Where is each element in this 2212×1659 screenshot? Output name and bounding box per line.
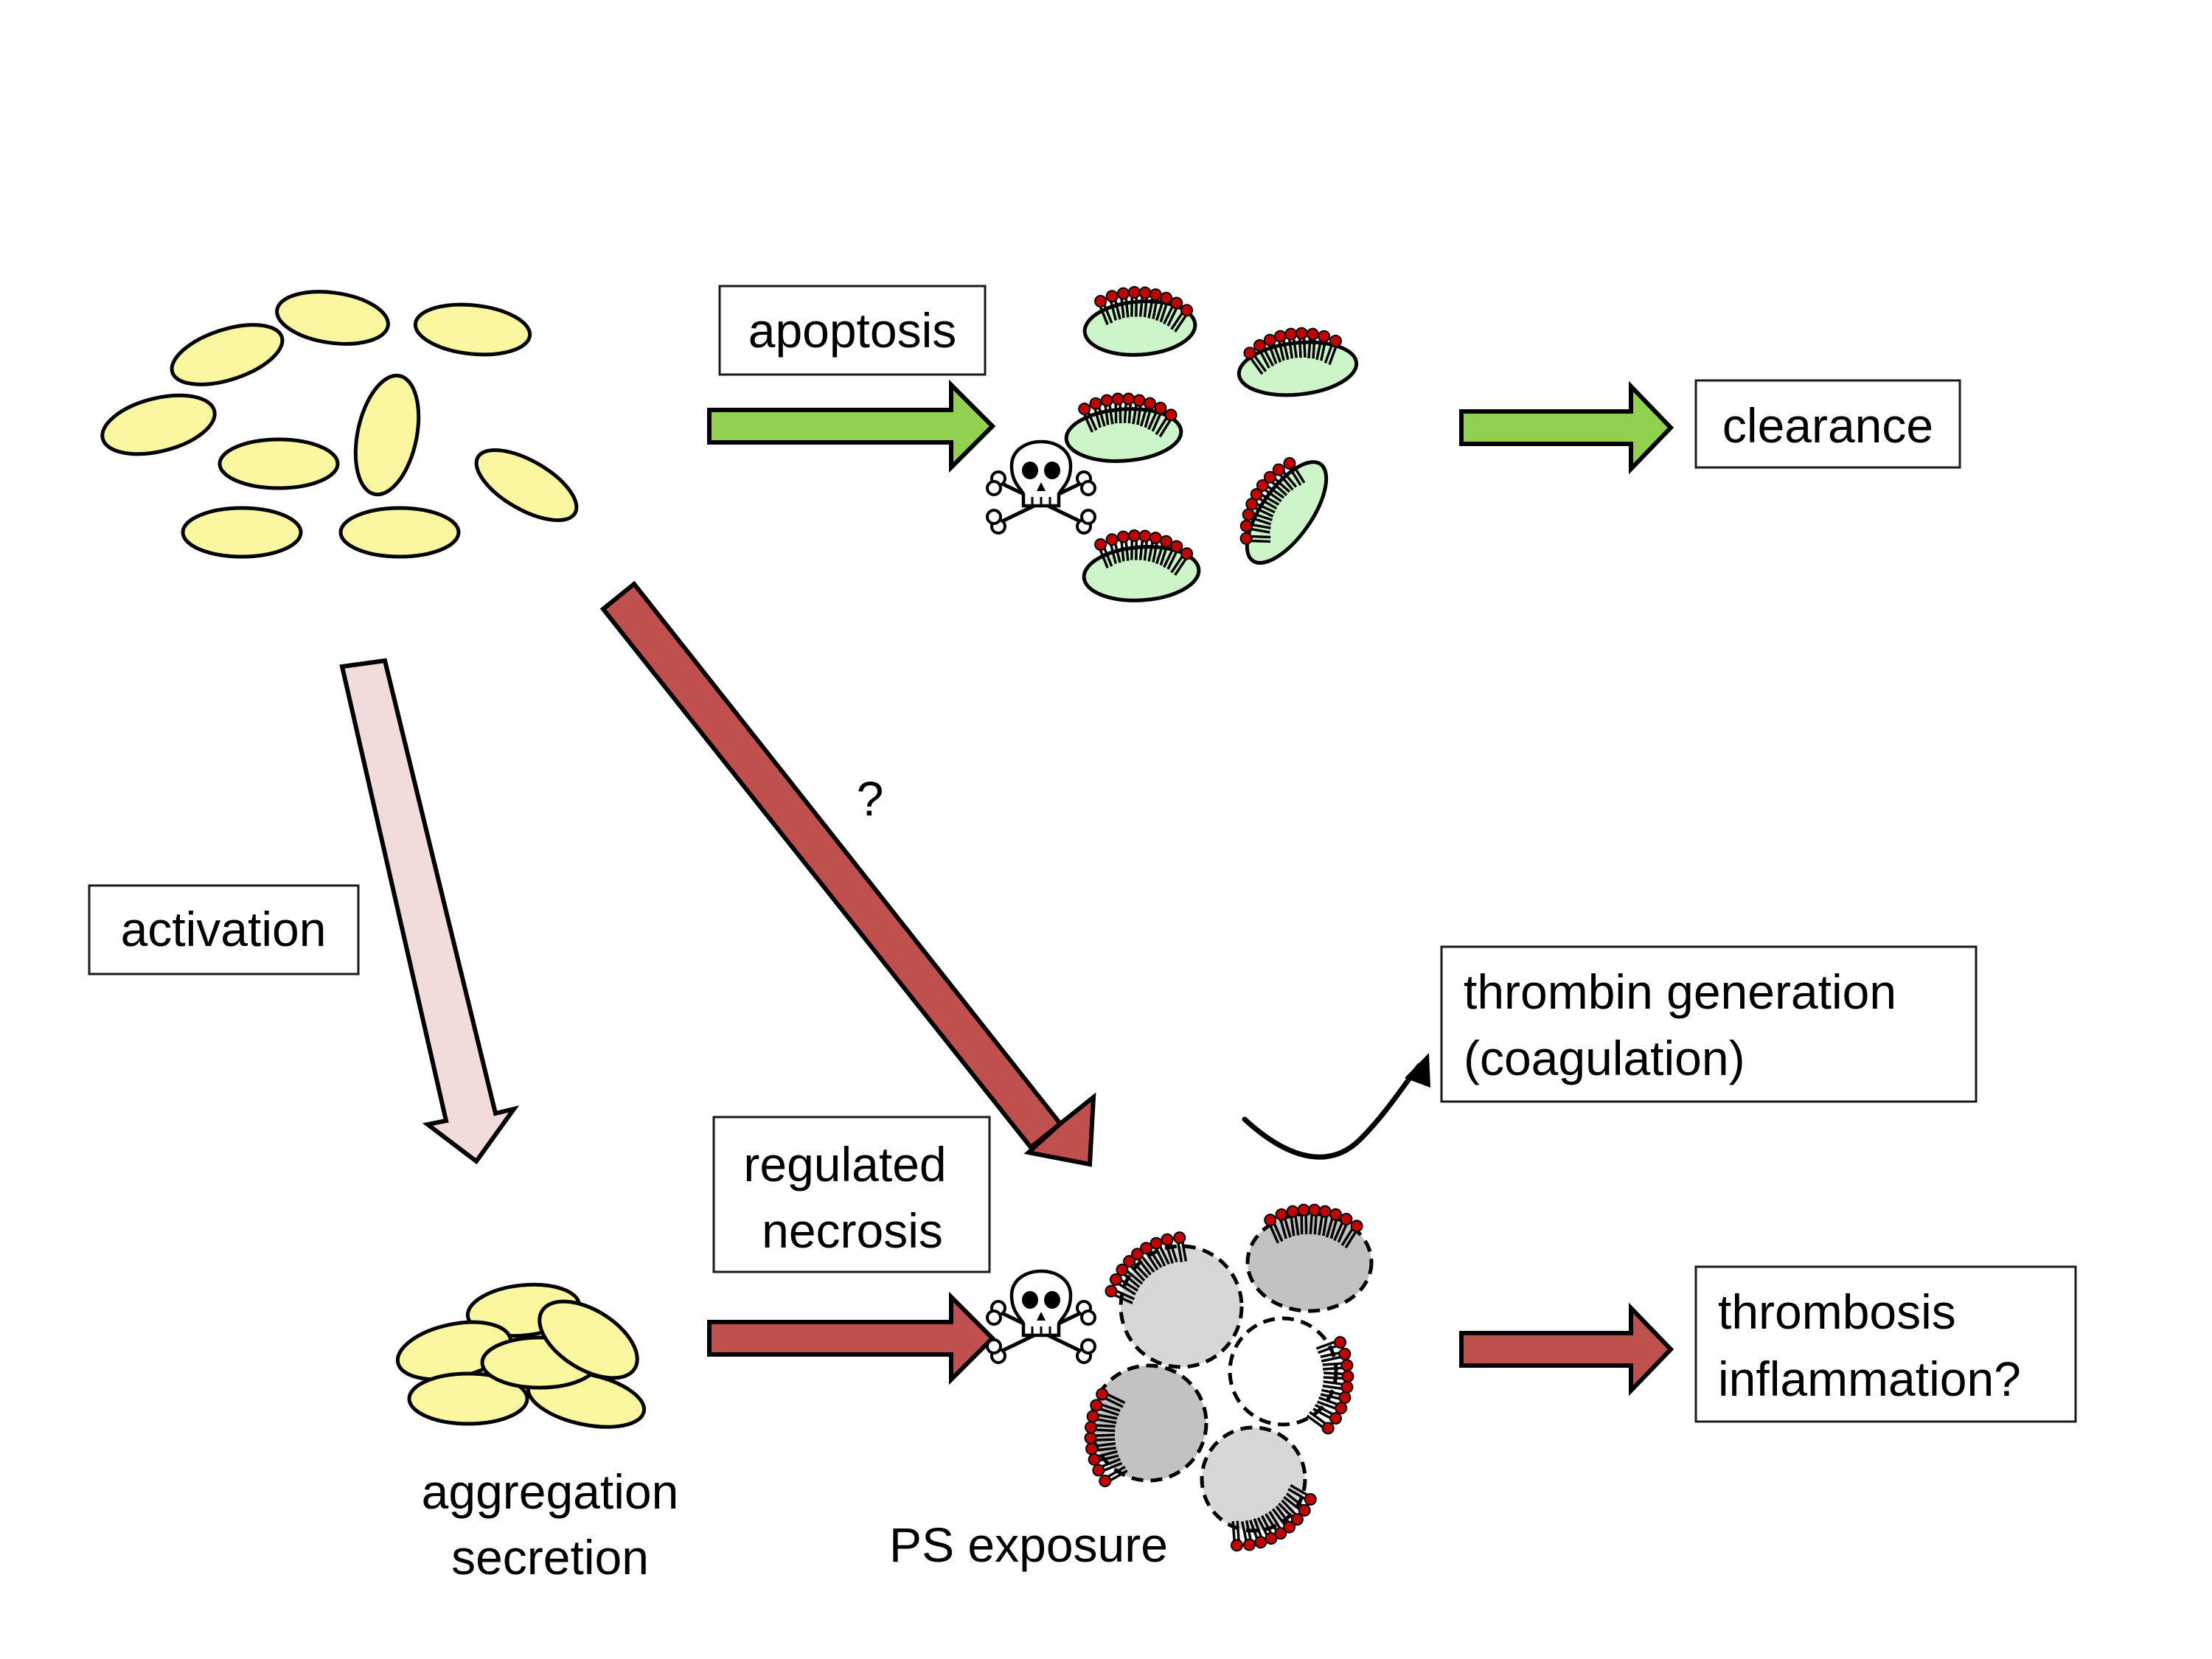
activation-label: activation (121, 902, 327, 956)
resting-platelet (353, 373, 421, 497)
aggregation-label: aggregation (422, 1464, 679, 1519)
necrotic-platelet (1083, 1363, 1208, 1489)
resting-platelet (474, 448, 579, 523)
inflammation-label: inflammation? (1718, 1352, 2021, 1406)
coagulation-label: (coagulation) (1464, 1031, 1745, 1085)
resting-platelets (100, 290, 579, 559)
regulated-label: regulated (743, 1137, 946, 1192)
clearance-label: clearance (1722, 398, 1933, 453)
activation-label-box: activation (88, 884, 360, 975)
activation-arrow (339, 658, 520, 1165)
apoptosis-label: apoptosis (748, 303, 957, 358)
thrombosis-label-box: thrombosis inflammation? (1694, 1265, 2077, 1423)
aggregated-platelets (395, 1282, 647, 1429)
necrotic-platelet (1245, 1201, 1374, 1313)
thrombin-generation-label: thrombin generation (1464, 964, 1896, 1019)
aggregated-platelet (538, 1299, 639, 1380)
resting-platelet (218, 437, 340, 490)
thrombosis-arrow (1459, 1302, 1674, 1397)
thrombin-curved-arrow (1242, 1053, 1430, 1160)
resting-platelet (338, 506, 461, 559)
resting-platelet (181, 506, 303, 559)
secretion-label: secretion (451, 1530, 649, 1585)
apoptotic-platelet (1226, 448, 1329, 565)
regulated-necrosis-label-box: regulated necrosis (712, 1116, 991, 1273)
apoptotic-platelet (1064, 390, 1183, 463)
thrombosis-label: thrombosis (1718, 1284, 1956, 1339)
apoptosis-arrow (707, 379, 996, 473)
apoptotic-platelets (1064, 282, 1359, 602)
apoptosis-label-box: apoptosis (718, 285, 987, 376)
clearance-arrow (1459, 380, 1674, 475)
aggregated-platelet (407, 1371, 529, 1426)
apoptotic-platelet (1082, 525, 1201, 602)
resting-platelet (275, 290, 390, 346)
necrotic-platelet (1094, 1219, 1244, 1369)
clearance-label-box: clearance (1694, 379, 1961, 469)
resting-platelet (413, 302, 532, 357)
necrotic-platelet (1200, 1425, 1326, 1565)
thrombin-label-box: thrombin generation (coagulation) (1440, 945, 1978, 1103)
resting-platelet (100, 393, 217, 456)
necrotic-platelets (1083, 1201, 1374, 1565)
necrosis-diagonal-arrow (599, 580, 1096, 1167)
necrosis-arrow (707, 1291, 996, 1385)
skull-crossbones-icon (987, 1271, 1095, 1363)
necrotic-platelet (1228, 1316, 1360, 1439)
necrosis-label: necrosis (762, 1203, 943, 1258)
apoptotic-platelet (1082, 282, 1197, 357)
apoptotic-platelet (1237, 321, 1359, 397)
unknown-pathway-question-mark: ? (857, 771, 884, 826)
resting-platelet (170, 323, 285, 386)
ps-exposure-label: PS exposure (889, 1517, 1168, 1572)
